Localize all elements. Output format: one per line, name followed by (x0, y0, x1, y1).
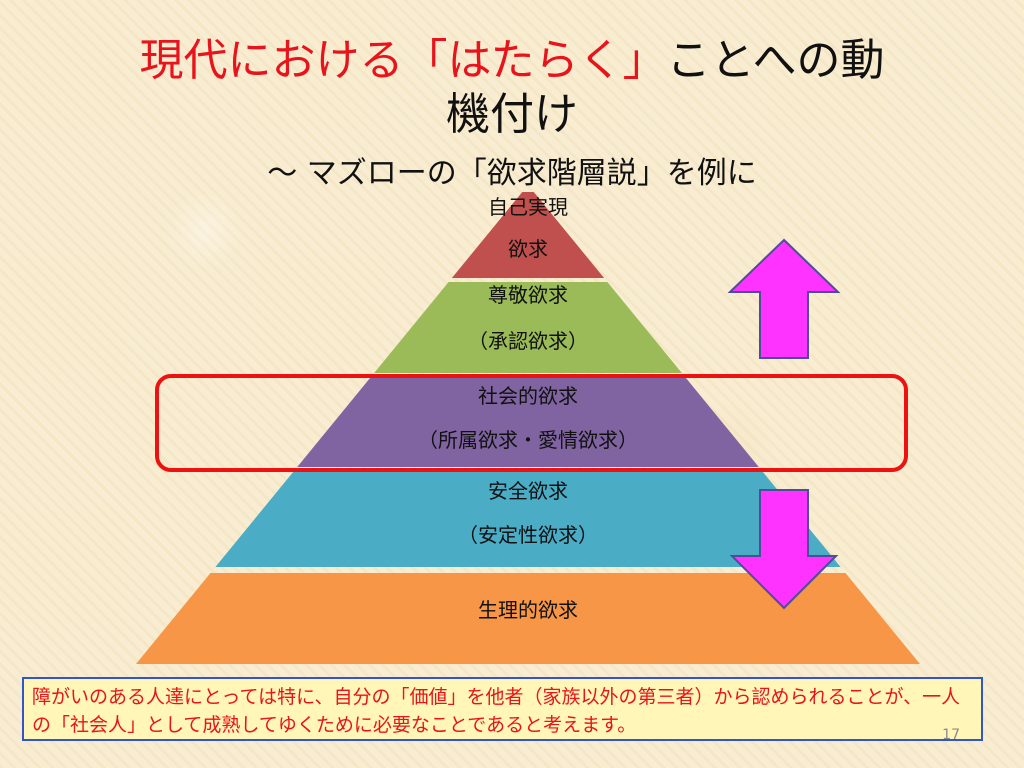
pyramid-tier-1-label: 自己実現 (488, 195, 568, 219)
pyramid-tier-1-label: 欲求 (508, 237, 548, 261)
pyramid-tier-3-label: 社会的欲求 (478, 384, 578, 408)
down-arrow-icon (729, 489, 839, 610)
up-arrow-icon (727, 238, 841, 359)
pyramid-tier-2-label: 尊敬欲求 (488, 283, 568, 307)
pyramid-tier-3-label: （所属欲求・愛情欲求） (418, 428, 638, 452)
pyramid-tier-4 (215, 472, 841, 567)
pyramid-tier-1 (451, 192, 605, 278)
note-box: 障がいのある人達にとっては特に、自分の「価値」を他者（家族以外の第三者）から認め… (22, 677, 983, 741)
pyramid-tier-2-label: （承認欲求） (468, 329, 588, 353)
pyramid-tier-4-label: （安定性欲求） (458, 523, 598, 547)
highlight-frame (155, 374, 908, 472)
page-number: 17 (942, 727, 960, 743)
pyramid-tier-4-label: 安全欲求 (488, 479, 568, 503)
slide-subtitle: ～ マズローの「欲求階層説」を例に (267, 156, 757, 191)
pyramid-tier-3 (297, 378, 759, 467)
pyramid-tier-2 (374, 282, 682, 373)
slide-title-line2: 機付け (446, 89, 578, 140)
pyramid-tier-5 (136, 573, 920, 664)
slide-title-rest: ことへの動 (666, 35, 885, 86)
slide-title-highlight: 現代における「はたらく」 (139, 35, 667, 86)
pyramid-tier-5-label: 生理的欲求 (478, 598, 578, 622)
slide-title: 現代における「はたらく」ことへの動 (0, 34, 1024, 88)
note-text: 障がいのある人達にとっては特に、自分の「価値」を他者（家族以外の第三者）から認め… (32, 686, 961, 736)
